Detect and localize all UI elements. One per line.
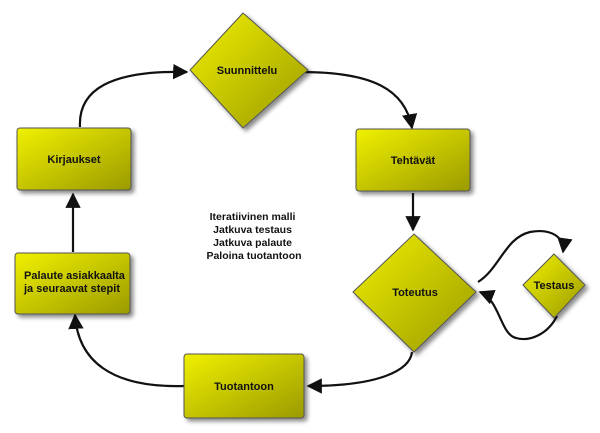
- node-palaute-label-line-1: Palaute asiakkaalta: [24, 270, 126, 282]
- node-kirjaukset-shape: [16, 127, 132, 191]
- node-tuotantoon-label: Tuotantoon: [214, 381, 274, 393]
- node-suunnittelu-shape: [189, 12, 309, 129]
- edge-testaus-to-toteutus: [478, 290, 558, 341]
- node-palaute-shape: [14, 252, 131, 315]
- node-tehtavat[interactable]: Tehtävät: [355, 128, 471, 192]
- edge-kirjaukset-to-suunnittelu: [78, 63, 189, 128]
- node-toteutus-label: Toteutus: [392, 287, 438, 299]
- node-testaus[interactable]: Testaus: [522, 253, 586, 319]
- node-testaus-label: Testaus: [534, 280, 575, 292]
- center-note-line-4: Paloina tuotantoon: [206, 250, 301, 262]
- center-note: Iteratiivinen malli Jatkuva testaus Jatk…: [206, 211, 301, 262]
- node-testaus-shape: [522, 253, 586, 319]
- node-kirjaukset[interactable]: Kirjaukset: [16, 127, 132, 191]
- node-tehtavat-shape: [355, 128, 471, 192]
- edge-tuotantoon-to-palaute: [68, 313, 185, 388]
- node-kirjaukset-label: Kirjaukset: [47, 154, 101, 166]
- node-palaute-label: Palaute asiakkaalta ja seuraavat stepit: [23, 270, 128, 295]
- node-suunnittelu[interactable]: Suunnittelu: [189, 12, 309, 129]
- center-note-line-1: Iteratiivinen malli: [210, 211, 296, 223]
- edge-toteutus-to-testaus: [477, 230, 573, 283]
- node-toteutus[interactable]: Toteutus: [352, 233, 477, 353]
- edge-suunnittelu-to-tehtavat: [300, 70, 418, 130]
- node-palaute[interactable]: Palaute asiakkaalta ja seuraavat stepit: [14, 252, 131, 315]
- node-toteutus-shape: [352, 233, 477, 353]
- edge-toteutus-to-tuotantoon: [306, 351, 414, 394]
- center-note-line-3: Jatkuva palaute: [213, 237, 292, 249]
- node-suunnittelu-label: Suunnittelu: [217, 65, 278, 77]
- node-tehtavat-label: Tehtävät: [391, 155, 436, 167]
- center-note-line-2: Jatkuva testaus: [213, 224, 292, 236]
- node-tuotantoon-shape: [183, 353, 305, 419]
- node-palaute-label-line-2: ja seuraavat stepit: [23, 283, 120, 295]
- node-tuotantoon[interactable]: Tuotantoon: [183, 353, 305, 419]
